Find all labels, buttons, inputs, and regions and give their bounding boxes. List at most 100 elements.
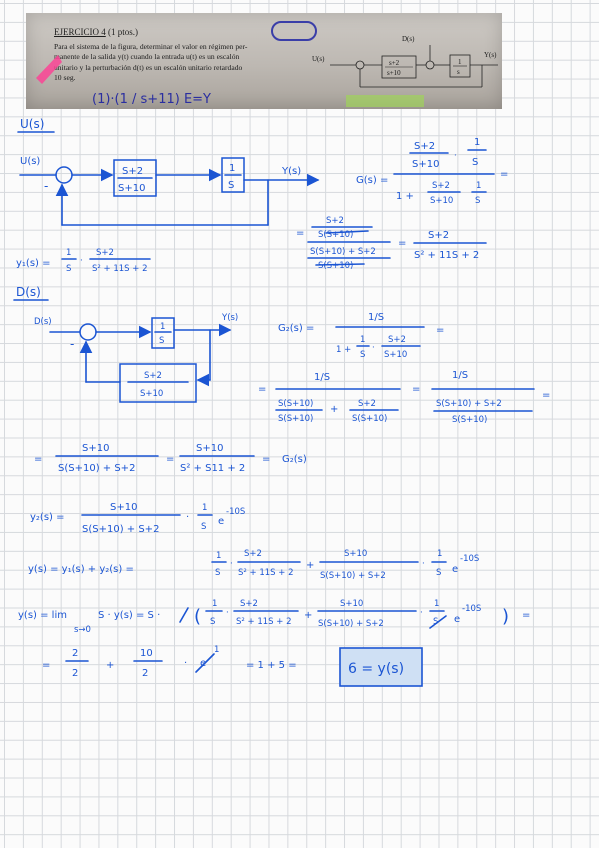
part-u-heading: U(s): [20, 117, 44, 131]
g2-row3-b-den: S² + S11 + 2: [180, 463, 245, 474]
y-b-den: S² + 11S + 2: [238, 568, 293, 578]
statement-line: manente de la salida y(t) cuando la entr…: [54, 52, 240, 62]
diagram-plant-block: [449, 54, 471, 78]
diagram-feedback-block: [381, 55, 417, 79]
u-block1-den: S+10: [118, 183, 145, 194]
g2-row2-c-num: 1/S: [452, 370, 468, 381]
u-result-num: S+2: [428, 230, 449, 241]
diagram-plant-num: 1: [458, 58, 462, 66]
answer-box: [339, 647, 423, 687]
d-minus-sign: -: [70, 337, 74, 351]
y2-exp: e: [218, 516, 224, 527]
lim-b-num: S+2: [240, 599, 258, 609]
y2-exp-pow: -10S: [226, 507, 245, 517]
g2-row3-a-num: S+10: [82, 443, 109, 454]
g2-den-a: 1 +: [336, 345, 351, 355]
last-b-den: 2: [142, 668, 148, 679]
svg-text:·: ·: [372, 343, 375, 353]
lim-sub: s→0: [74, 625, 91, 635]
last-tail: = 1 + 5 =: [246, 660, 297, 671]
svg-text:=: =: [258, 384, 266, 395]
g2-row3-a-den: S(S+10) + S+2: [58, 463, 135, 474]
u-g1-num-a: S+2: [414, 141, 435, 152]
last-b-num: 10: [140, 648, 153, 659]
u-block-plant: [221, 157, 245, 193]
diagram-disturbance-label: D(s): [402, 35, 415, 43]
g2-den-c-num: S+2: [388, 335, 406, 345]
green-highlight-mark: [346, 95, 424, 107]
y2-label: y₂(s) =: [30, 512, 65, 523]
exam-title-text: EJERCICIO 4: [54, 27, 106, 37]
u-block1-num: S+2: [122, 166, 143, 177]
y-b-num: S+2: [244, 549, 262, 559]
svg-text:=: =: [542, 390, 550, 401]
d-block-feedback: [119, 363, 197, 403]
part-d-heading: D(s): [16, 285, 41, 299]
u-step2-den-top: S(S+10) + S+2: [310, 247, 376, 257]
last-a-num: 2: [72, 648, 78, 659]
exam-statement: Para el sistema de la figura, determinar…: [54, 42, 300, 84]
svg-text:+: +: [304, 610, 312, 621]
diagram-input-label: U(s): [312, 55, 325, 63]
svg-text:·: ·: [454, 151, 457, 161]
svg-text:·: ·: [422, 559, 425, 569]
u-g1-den-d: 1: [476, 181, 481, 191]
handwritten-circle-mark: [271, 21, 317, 41]
exam-block-diagram: U(s) D(s) Y(s) s+2 s+10 1 s: [312, 35, 498, 88]
svg-text:=: =: [436, 325, 444, 336]
g2-den-c-den: S+10: [384, 350, 407, 360]
svg-text:·: ·: [184, 658, 187, 669]
g2-row2-a-den: S(S+10): [278, 414, 313, 424]
u-gs-label: G(s) =: [356, 175, 388, 186]
svg-text:·: ·: [80, 256, 83, 266]
u-block2-num: 1: [229, 163, 235, 174]
svg-text:+: +: [106, 660, 114, 671]
photo-scribble: (1)·(1 / s+11) E=Y: [92, 92, 211, 107]
svg-text:·: ·: [186, 512, 189, 523]
u-g1-num-b: S+10: [412, 159, 439, 170]
g2-label: G₂(s) =: [278, 323, 314, 334]
y1-a-den: S: [66, 264, 71, 274]
u-step2-num-bot: S(S+10): [318, 230, 353, 240]
svg-text:=: =: [398, 238, 406, 249]
lim-a-num: 1: [212, 599, 217, 609]
u-summing-junction: [55, 166, 73, 184]
last-a-den: 2: [72, 668, 78, 679]
u-diagram-input: U(s): [20, 156, 40, 167]
svg-text:=: =: [42, 660, 50, 671]
y2-mult-num: 1: [202, 503, 207, 513]
u-result-den: S² + 11S + 2: [414, 250, 479, 261]
u-g1-den-a: 1 +: [396, 191, 414, 202]
g2-row2-a-num: S(S+10): [278, 399, 313, 409]
lim-c-num: S+10: [340, 599, 363, 609]
lim-exp: e: [454, 614, 460, 625]
u-g1-num-c: 1: [474, 137, 480, 148]
statement-line: 10 seg.: [54, 73, 76, 83]
g2-den-b-den: S: [360, 350, 365, 360]
exam-statement-photo: EJERCICIO 4 (1 ptos.) Para el sistema de…: [26, 13, 502, 109]
d-diagram-output: Y(s): [221, 313, 238, 323]
svg-text:1: 1: [214, 645, 219, 655]
final-answer: 6 = y(s): [348, 661, 404, 677]
diagram-block-den: s+10: [387, 69, 401, 77]
svg-text:·: ·: [226, 608, 229, 618]
y1-b-num: S+2: [96, 248, 114, 258]
svg-text:=: =: [166, 454, 174, 465]
svg-text:=: =: [412, 384, 420, 395]
u-step2-num-top: S+2: [326, 216, 344, 226]
svg-text:(: (: [194, 606, 201, 627]
svg-text:=: =: [500, 169, 508, 180]
svg-text:=: =: [296, 228, 304, 239]
g2-row2-b-num: S+2: [358, 399, 376, 409]
u-step2-den-bot: S(S+10): [318, 261, 353, 271]
svg-text:+: +: [306, 560, 314, 571]
svg-text:+: +: [330, 404, 338, 415]
svg-text:=: =: [34, 454, 42, 465]
u-g1-den-e: S: [475, 196, 480, 206]
y-d-num: 1: [437, 549, 442, 559]
lim-mid: S · y(s) = S ·: [98, 610, 160, 621]
svg-text:): ): [502, 606, 509, 627]
lim-b-den: S² + 11S + 2: [236, 617, 291, 627]
svg-text:=: =: [262, 454, 270, 465]
